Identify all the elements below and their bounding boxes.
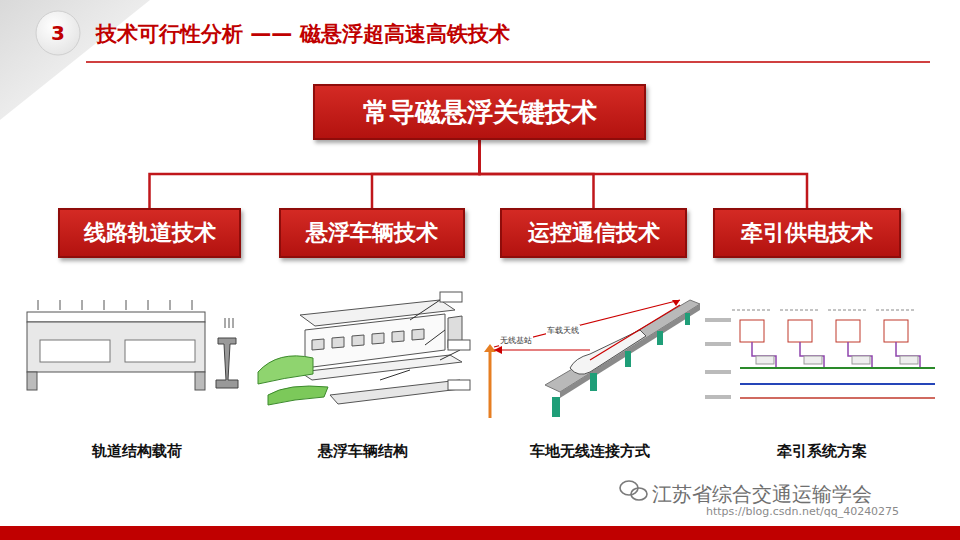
tree-connector xyxy=(150,140,480,208)
section-number: 3 xyxy=(51,21,65,45)
image-caption: 悬浮车辆结构 xyxy=(318,442,408,461)
header-shade xyxy=(0,0,150,120)
branch-box: 牵引供电技术 xyxy=(713,208,901,258)
vehicle-drawing xyxy=(258,292,470,405)
box-text: 运控通信技术 xyxy=(528,218,660,248)
branch-box: 运控通信技术 xyxy=(500,208,687,258)
number-badge xyxy=(36,11,80,55)
box-text: 线路轨道技术 xyxy=(84,218,216,248)
part-label: 无线基站 xyxy=(499,335,533,346)
branch-box: 线路轨道技术 xyxy=(58,208,241,258)
slide-title: 技术可行性分析 —— 磁悬浮超高速高铁技术 xyxy=(96,20,510,48)
footer-band xyxy=(0,526,960,540)
box-text: 悬浮车辆技术 xyxy=(306,218,438,248)
image-caption: 牵引系统方案 xyxy=(777,442,867,461)
wireless-drawing xyxy=(484,300,700,418)
wechat-icon xyxy=(620,481,647,500)
image-caption: 轨道结构载荷 xyxy=(92,442,182,461)
box-text: 常导磁悬浮关键技术 xyxy=(363,95,597,130)
tree-connector xyxy=(372,140,480,208)
traction-drawing xyxy=(705,310,935,399)
track-drawing xyxy=(27,300,238,390)
box-text: 牵引供电技术 xyxy=(741,218,873,248)
watermark-url: https://blog.csdn.net/qq_40240275 xyxy=(706,505,899,518)
root-box: 常导磁悬浮关键技术 xyxy=(313,84,646,140)
watermark: 江苏省综合交通运输学会 xyxy=(652,481,872,508)
part-label: 车载天线 xyxy=(546,325,580,336)
branch-box: 悬浮车辆技术 xyxy=(279,208,465,258)
tree-connector xyxy=(480,140,808,208)
image-caption: 车地无线连接方式 xyxy=(530,442,650,461)
header-rule xyxy=(86,61,930,63)
